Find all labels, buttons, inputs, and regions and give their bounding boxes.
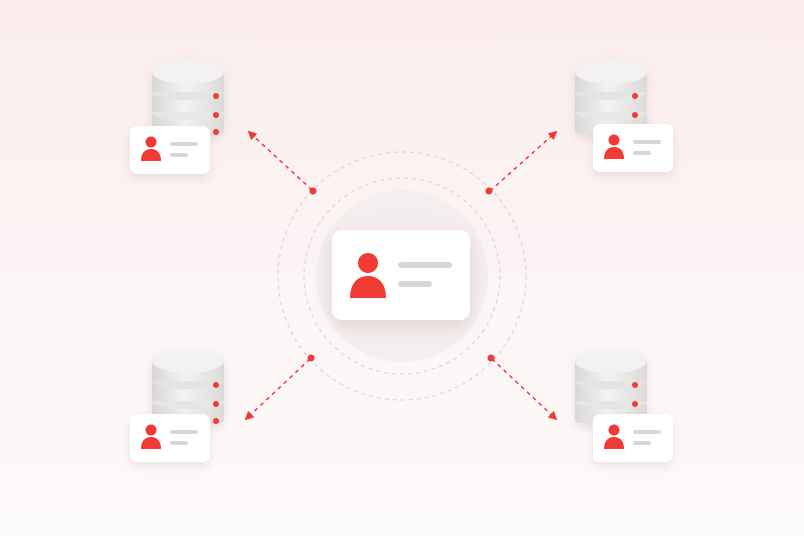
card-name-placeholder	[633, 430, 661, 434]
identity-card-bottom-left	[130, 414, 210, 462]
card-name-placeholder	[633, 140, 661, 144]
card-name-placeholder	[170, 142, 198, 146]
identity-card-top-right	[593, 124, 673, 172]
user-icon	[604, 134, 624, 159]
card-name-placeholder	[170, 430, 198, 434]
database-bottom-left	[152, 349, 224, 424]
database-bottom-right	[575, 349, 647, 424]
database-top-left	[152, 60, 224, 135]
card-detail-placeholder	[633, 151, 651, 155]
connector-bottom-right	[487, 354, 558, 421]
user-icon	[141, 136, 161, 161]
identity-card-bottom-right	[593, 414, 673, 462]
database-icon	[575, 349, 647, 423]
card-detail-placeholder	[633, 441, 651, 445]
card-detail-placeholder	[170, 441, 188, 445]
user-icon	[141, 424, 161, 449]
connector-bottom-left	[244, 354, 315, 421]
card-detail-placeholder	[170, 153, 188, 157]
database-top-right	[575, 60, 647, 135]
card-name-placeholder	[398, 262, 452, 268]
user-icon	[350, 253, 386, 298]
connector-top-left	[247, 130, 317, 195]
card-detail-placeholder	[398, 281, 432, 287]
connector-top-right	[485, 130, 558, 195]
central-identity-card	[332, 230, 470, 320]
identity-card-top-left	[130, 126, 210, 174]
user-icon	[604, 424, 624, 449]
